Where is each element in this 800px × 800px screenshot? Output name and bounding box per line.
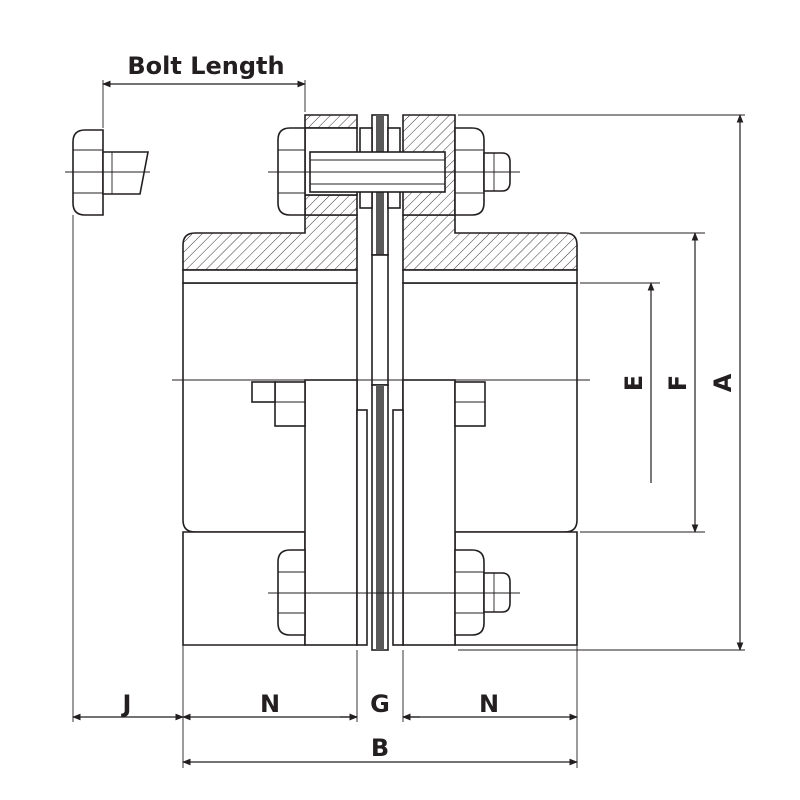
- b-label: B: [371, 734, 389, 762]
- extension-lines: [72, 80, 745, 768]
- j-label: J: [121, 690, 132, 718]
- left-flange: [304, 379, 368, 646]
- g-label: G: [370, 690, 390, 718]
- bolt-length-label: Bolt Length: [127, 52, 284, 80]
- a-label: A: [709, 373, 737, 392]
- bottom-bolt: [277, 549, 511, 636]
- loose-bolt: [72, 129, 149, 216]
- e-label: E: [620, 375, 648, 391]
- n-left-label: N: [260, 690, 280, 718]
- top-bolt: [277, 127, 511, 216]
- middle-bolt-right: [454, 381, 486, 427]
- middle-bolt-left: [251, 381, 306, 427]
- n-right-label: N: [479, 690, 499, 718]
- f-label: F: [664, 375, 692, 391]
- dimension-lines: [72, 80, 744, 766]
- left-hub: [182, 214, 358, 646]
- right-flange: [392, 379, 456, 646]
- center-lines: [65, 171, 590, 594]
